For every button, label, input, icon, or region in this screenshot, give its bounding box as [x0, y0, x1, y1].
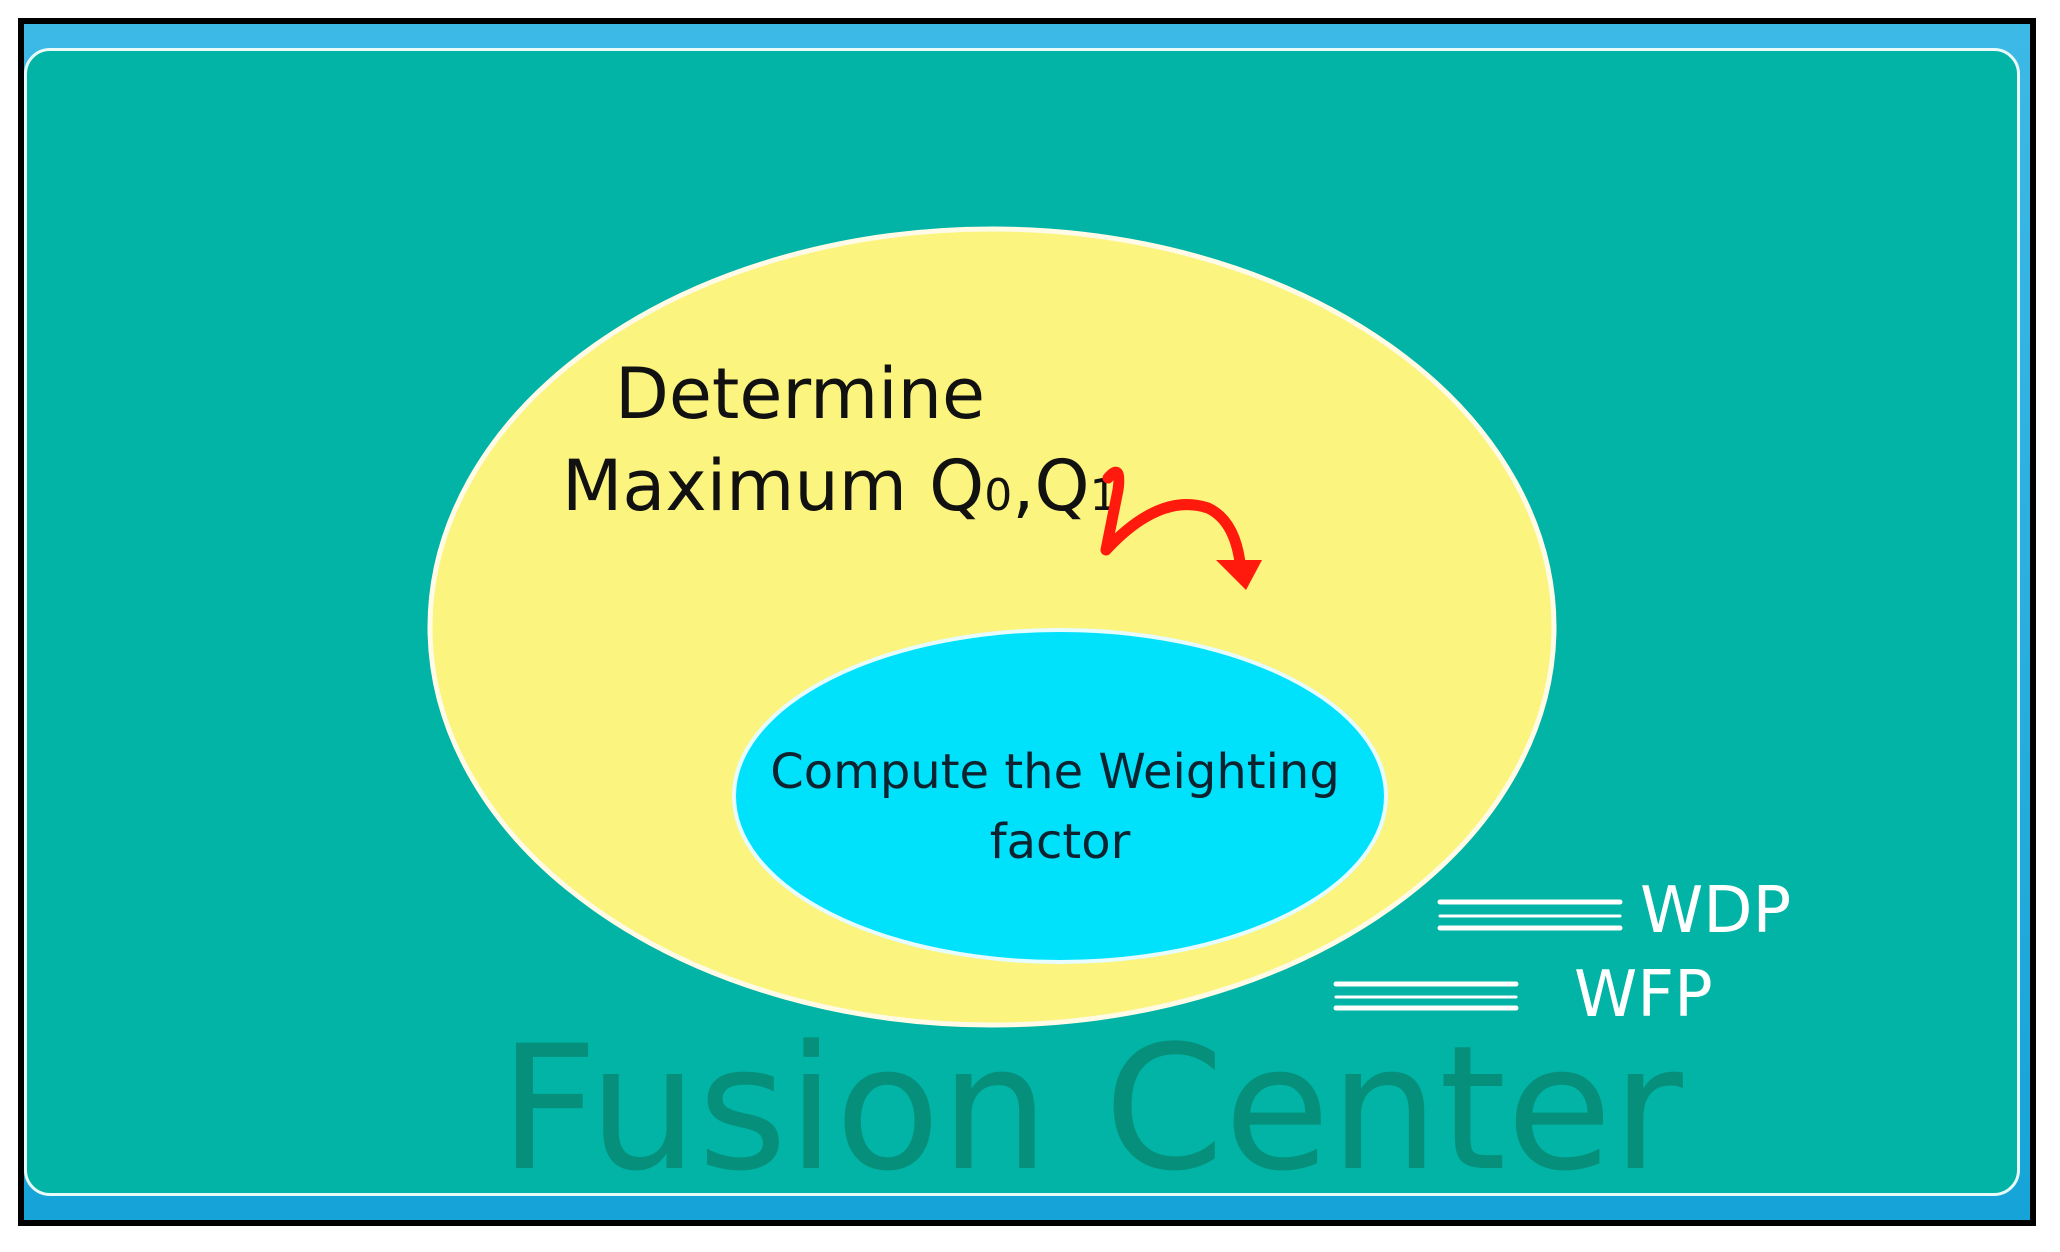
- compute-weighting-ellipse: [732, 628, 1388, 964]
- fusion-center-watermark: Fusion Center: [499, 1008, 1683, 1209]
- determine-label: Determine: [615, 353, 985, 435]
- wfp-label: WFP: [1574, 958, 1713, 1032]
- maximum-q-label: Maximum Q0,Q1: [562, 445, 1118, 527]
- red-squiggle-arrow-icon: [1100, 466, 1262, 590]
- wfp-output-lines: [1333, 981, 1519, 1011]
- factor-label: factor: [990, 814, 1131, 870]
- compute-weighting-label: Compute the Weighting: [770, 744, 1340, 800]
- wdp-output-lines: [1437, 899, 1623, 931]
- wdp-label: WDP: [1640, 874, 1791, 948]
